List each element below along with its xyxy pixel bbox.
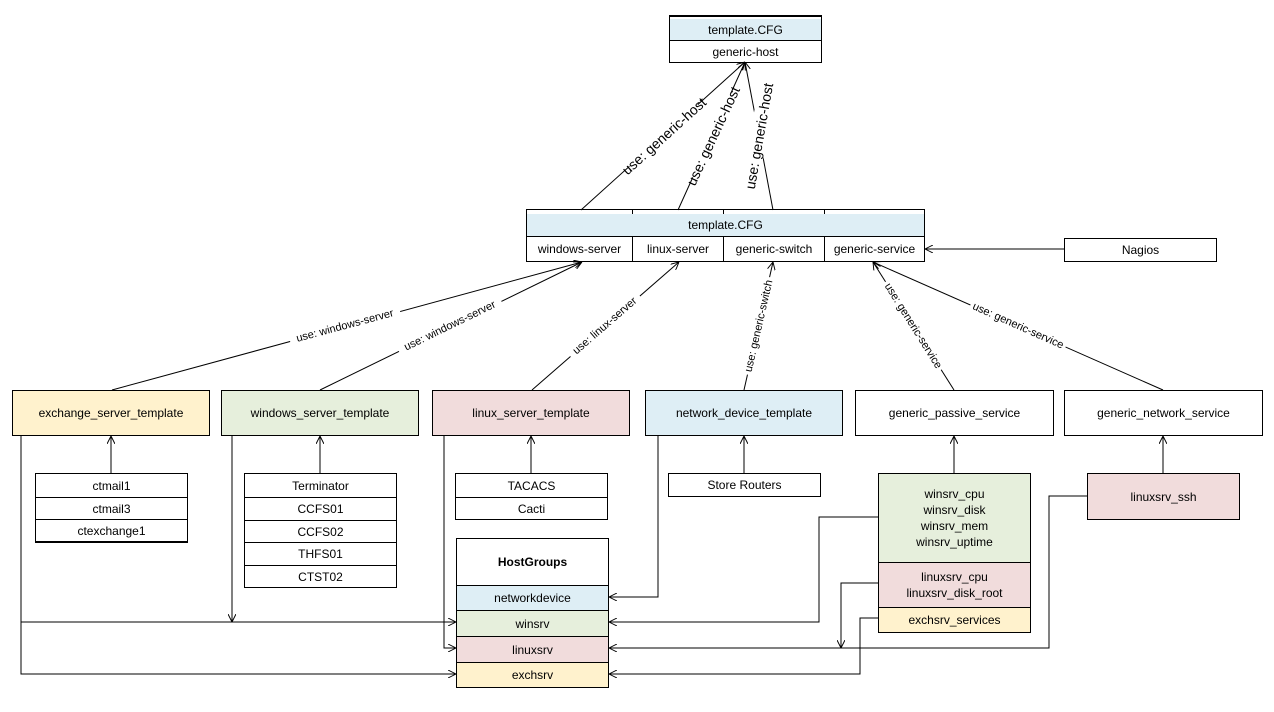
exchange-hosts-table: ctmail1 ctmail3 ctexchange1 — [35, 473, 188, 543]
label-generic-service-2: use: generic-service — [971, 300, 1066, 351]
service-linuxsrv-ssh: linuxsrv_ssh — [1087, 473, 1240, 520]
service-exchsrv: exchsrv_services — [879, 607, 1030, 632]
service-winsrv-list: winsrv_cpu winsrv_disk winsrv_mem winsrv… — [879, 474, 1030, 562]
windows-server-template: windows_server_template — [221, 390, 419, 436]
mid-template-windows-server: windows-server — [527, 236, 632, 261]
label-windows-server-1: use: windows-server — [295, 307, 395, 345]
top-template-generic-host: generic-host — [670, 40, 821, 63]
edge-ssh-to-linuxsrv — [609, 495, 1088, 648]
exchange-server-template: exchange_server_template — [12, 390, 210, 436]
host-ccfs02: CCFS02 — [245, 520, 396, 542]
hostgroup-linuxsrv: linuxsrv — [457, 636, 608, 662]
linux-server-template: linux_server_template — [432, 390, 630, 436]
host-ctmail3: ctmail3 — [36, 497, 187, 519]
service-linuxsrv-list: linuxsrv_cpu linuxsrv_disk_root — [879, 562, 1030, 607]
nagios-box: Nagios — [1064, 238, 1217, 262]
host-cacti: Cacti — [456, 497, 607, 519]
hostgroup-exchsrv: exchsrv — [457, 662, 608, 687]
mid-template-linux-server: linux-server — [632, 236, 723, 261]
label-linux-server: use: linux-server — [571, 295, 640, 357]
hostgroups-table: HostGroups networkdevice winsrv linuxsrv… — [456, 538, 609, 688]
host-terminator: Terminator — [292, 478, 349, 493]
mid-template-generic-service: generic-service — [824, 236, 924, 261]
edge-network-to-networkdevice — [609, 436, 659, 597]
top-template-box: template.CFG generic-host — [669, 15, 822, 63]
services-table: winsrv_cpu winsrv_disk winsrv_mem winsrv… — [878, 473, 1031, 633]
top-template-title: template.CFG — [670, 19, 821, 40]
mid-template-title: template.CFG — [527, 214, 924, 236]
host-ctst02: CTST02 — [245, 565, 396, 587]
host-ctmail1: ctmail1 — [92, 478, 131, 493]
edge-linux-to-linuxsrv — [443, 436, 456, 648]
edge-winsrv-services — [609, 516, 878, 622]
edge-exchange-to-exchsrv — [20, 622, 456, 674]
mid-template-generic-switch: generic-switch — [723, 236, 824, 261]
host-thfs01: THFS01 — [245, 542, 396, 565]
host-ctexchange1: ctexchange1 — [36, 519, 187, 541]
hostgroup-winsrv: winsrv — [457, 610, 608, 636]
generic-network-service: generic_network_service — [1064, 390, 1263, 436]
label-generic-host-3: use: generic-host — [742, 82, 776, 191]
windows-hosts-table: Terminator CCFS01 CCFS02 THFS01 CTST02 — [244, 473, 397, 588]
network-device-template: network_device_template — [645, 390, 843, 436]
generic-passive-service: generic_passive_service — [855, 390, 1054, 436]
host-store-routers: Store Routers — [668, 473, 821, 497]
edge-linuxsrv-services — [841, 582, 878, 648]
label-generic-service-1: use: generic-service — [882, 281, 944, 371]
edge-exchsrv-services — [609, 617, 878, 674]
hostgroups-title: HostGroups — [497, 555, 568, 569]
linux-hosts-table: TACACS Cacti — [455, 473, 608, 520]
mid-template-box: template.CFG windows-server linux-server… — [526, 209, 925, 262]
hostgroup-networkdevice: networkdevice — [457, 585, 608, 610]
host-tacacs: TACACS — [507, 478, 556, 493]
host-ccfs01: CCFS01 — [245, 497, 396, 520]
